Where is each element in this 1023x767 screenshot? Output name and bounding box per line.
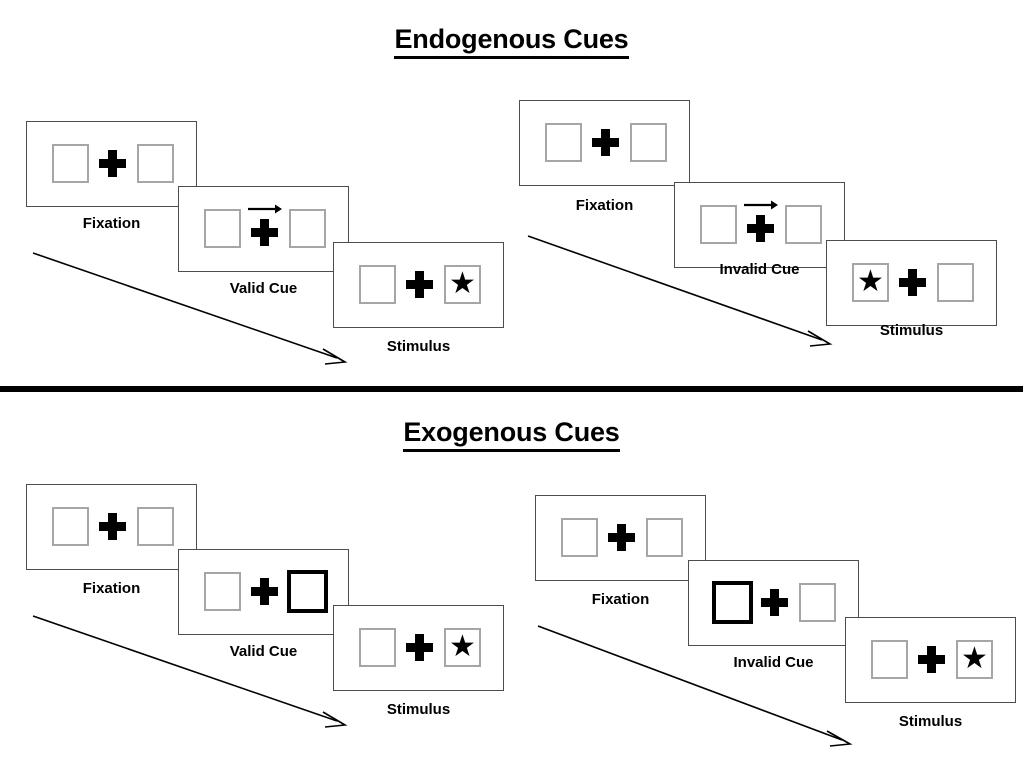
fixation-cross-icon	[747, 215, 774, 242]
fixation-cross-icon	[608, 524, 635, 551]
section-title-exogenous-text: Exogenous Cues	[403, 417, 620, 452]
panel-endogenous-valid-fixation	[26, 121, 197, 207]
section-title-endogenous: Endogenous Cues	[0, 24, 1023, 59]
left-box	[359, 265, 396, 304]
right-box	[137, 507, 174, 546]
left-box	[700, 205, 737, 244]
right-box	[937, 263, 974, 302]
fixation-cross-icon	[592, 129, 619, 156]
panel-exogenous-valid-stimulus: ★	[333, 605, 504, 691]
caption-endogenous-invalid-fixation: Fixation	[575, 197, 634, 214]
caption-endogenous-invalid-cue: Invalid Cue	[719, 261, 800, 278]
star-icon: ★	[449, 629, 476, 664]
panel-endogenous-invalid-stimulus: ★	[826, 240, 997, 326]
cue-arrow-right-icon	[247, 201, 283, 217]
star-icon: ★	[857, 264, 884, 299]
section-divider	[0, 386, 1023, 392]
fixation-cross-icon	[406, 271, 433, 298]
left-box	[561, 518, 598, 557]
left-box-cued	[712, 581, 753, 624]
right-box: ★	[956, 640, 993, 679]
fixation-cross-icon	[251, 219, 278, 246]
right-box: ★	[444, 265, 481, 304]
left-box	[204, 209, 241, 248]
panel-exogenous-invalid-cue	[688, 560, 859, 646]
fixation-cross-icon	[761, 589, 788, 616]
caption-endogenous-valid-stimulus: Stimulus	[386, 338, 451, 355]
fixation-cross-icon	[99, 513, 126, 540]
panel-endogenous-invalid-fixation	[519, 100, 690, 186]
fixation-cross-icon	[406, 634, 433, 661]
star-icon: ★	[449, 266, 476, 301]
right-box-cued	[287, 570, 328, 613]
panel-exogenous-valid-cue	[178, 549, 349, 635]
left-box	[359, 628, 396, 667]
caption-endogenous-valid-cue: Valid Cue	[229, 280, 298, 297]
right-box	[785, 205, 822, 244]
section-title-exogenous: Exogenous Cues	[0, 417, 1023, 452]
caption-endogenous-valid-fixation: Fixation	[82, 215, 141, 232]
left-box	[545, 123, 582, 162]
star-icon: ★	[961, 641, 988, 676]
left-box	[52, 144, 89, 183]
panel-endogenous-invalid-cue	[674, 182, 845, 268]
panel-exogenous-invalid-fixation	[535, 495, 706, 581]
left-box: ★	[852, 263, 889, 302]
caption-exogenous-valid-cue: Valid Cue	[229, 643, 298, 660]
fixation-cross-icon	[918, 646, 945, 673]
right-box	[799, 583, 836, 622]
fixation-cross-icon	[251, 578, 278, 605]
panel-exogenous-valid-fixation	[26, 484, 197, 570]
caption-exogenous-valid-stimulus: Stimulus	[386, 701, 451, 718]
caption-exogenous-valid-fixation: Fixation	[82, 580, 141, 597]
right-box: ★	[444, 628, 481, 667]
caption-endogenous-invalid-stimulus: Stimulus	[879, 322, 944, 339]
caption-exogenous-invalid-fixation: Fixation	[591, 591, 650, 608]
caption-exogenous-invalid-stimulus: Stimulus	[898, 713, 963, 730]
section-title-endogenous-text: Endogenous Cues	[394, 24, 629, 59]
left-box	[52, 507, 89, 546]
left-box	[204, 572, 241, 611]
caption-exogenous-invalid-cue: Invalid Cue	[733, 654, 814, 671]
panel-exogenous-invalid-stimulus: ★	[845, 617, 1016, 703]
panel-endogenous-valid-cue	[178, 186, 349, 272]
fixation-cross-icon	[99, 150, 126, 177]
panel-endogenous-valid-stimulus: ★	[333, 242, 504, 328]
left-box	[871, 640, 908, 679]
right-box	[137, 144, 174, 183]
right-box	[630, 123, 667, 162]
cue-arrow-right-icon	[743, 197, 779, 213]
fixation-cross-icon	[899, 269, 926, 296]
right-box	[289, 209, 326, 248]
right-box	[646, 518, 683, 557]
